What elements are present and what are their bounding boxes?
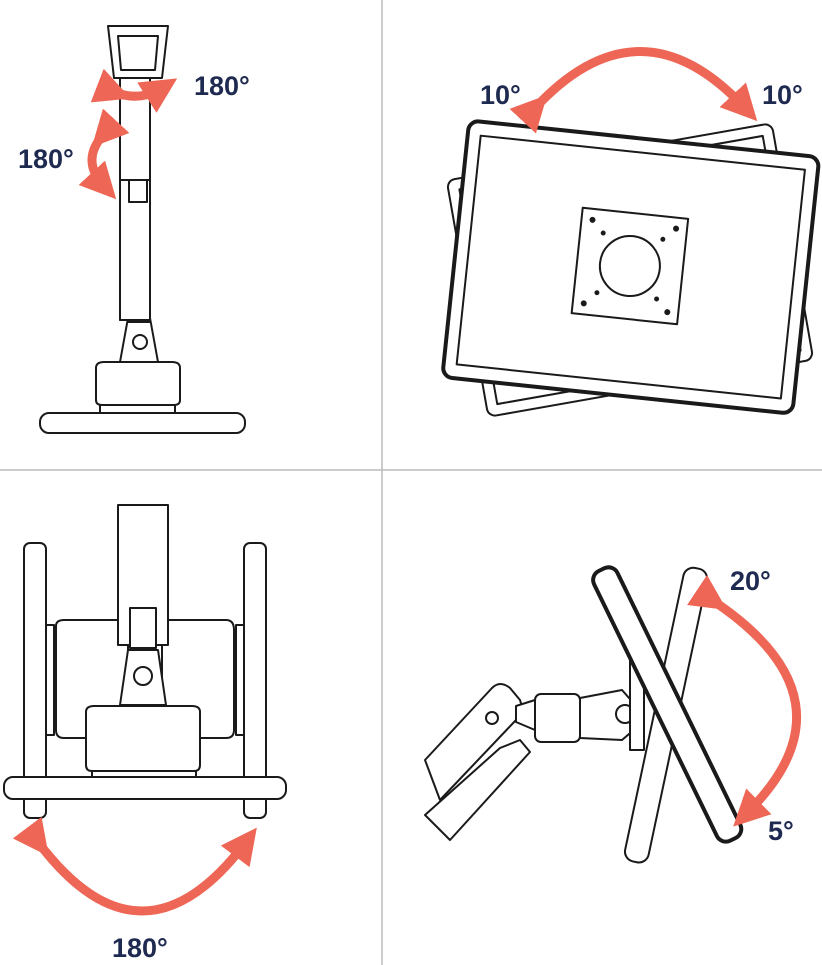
swivel-head-degree-label: 180° [194,71,250,101]
pan-mount-illustration [3,504,287,819]
pan-arrow-icon [12,816,257,916]
tilt-up-degree-label: 20° [730,566,771,596]
panel-rotation: 10° 10° [441,47,821,417]
rotation-left-degree-label: 10° [480,80,521,110]
panel-tilt: 20° 5° [424,565,802,864]
tilt-arm-illustration [424,565,744,864]
tilt-arrow-icon [687,575,802,827]
rotation-right-degree-label: 10° [762,80,803,110]
pivot-mid-degree-label: 180° [18,144,74,174]
pivot-arrow-icon [78,108,130,200]
rotation-arrow-icon [509,47,758,134]
tilt-down-degree-label: 5° [768,816,794,846]
pan-degree-label: 180° [112,933,168,963]
monitor-front [441,119,821,415]
swivel-arrow-icon [90,68,178,113]
panel-side-view: 180° 180° [18,25,250,434]
panel-pan: 180° [3,504,287,963]
